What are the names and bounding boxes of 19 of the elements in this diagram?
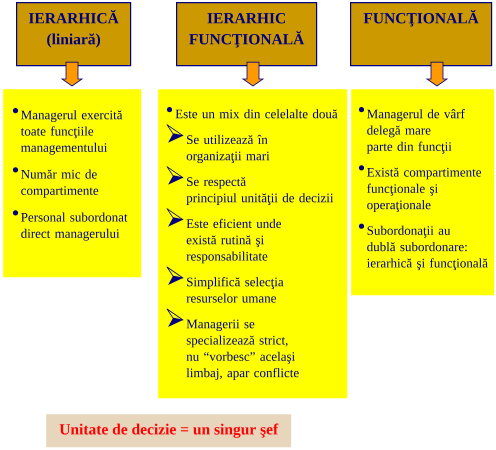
header-box: IERARHICĂ (liniară) — [16, 2, 132, 66]
list-item: Personal subordonat direct managerului — [21, 212, 128, 241]
list-item: Simplifică selecţia resurselor umane — [186, 277, 284, 303]
list-item: Subordonaţii au dublă subordonare: ierarhică şi funcţională — [366, 226, 488, 270]
list-item: Număr mic de compartimente — [21, 170, 98, 198]
list-item: Există compartimente funcţionale şi operaţionale — [367, 168, 482, 212]
header-box: FUNCŢIONALĂ — [350, 2, 492, 66]
block-arrow — [426, 62, 448, 86]
list-item: Este eficient unde există rutină şi responsabilitate — [186, 218, 282, 264]
list-item: Managerul exercită toate funcţiile managementului — [20, 110, 122, 155]
list-item: Este un mix din celelalte două — [176, 109, 338, 118]
header-box: IERARHIC FUNCŢIONALĂ — [176, 2, 318, 66]
list-item: Managerii se specializează strict, nu “vorbesc” acelaşi limbaj, apar conflicte — [186, 320, 299, 380]
list-item: Se respectă principiul unităţii de decizii — [186, 177, 334, 205]
list-item: Managerul de vârf delegă mare parte din funcţii — [366, 109, 465, 154]
block-arrow — [60, 62, 84, 86]
note-box: Unitate de decizie = un singur şef — [46, 414, 292, 448]
block-arrow — [242, 62, 264, 86]
list-item: Se utilizează în organizaţii mari — [186, 134, 270, 164]
